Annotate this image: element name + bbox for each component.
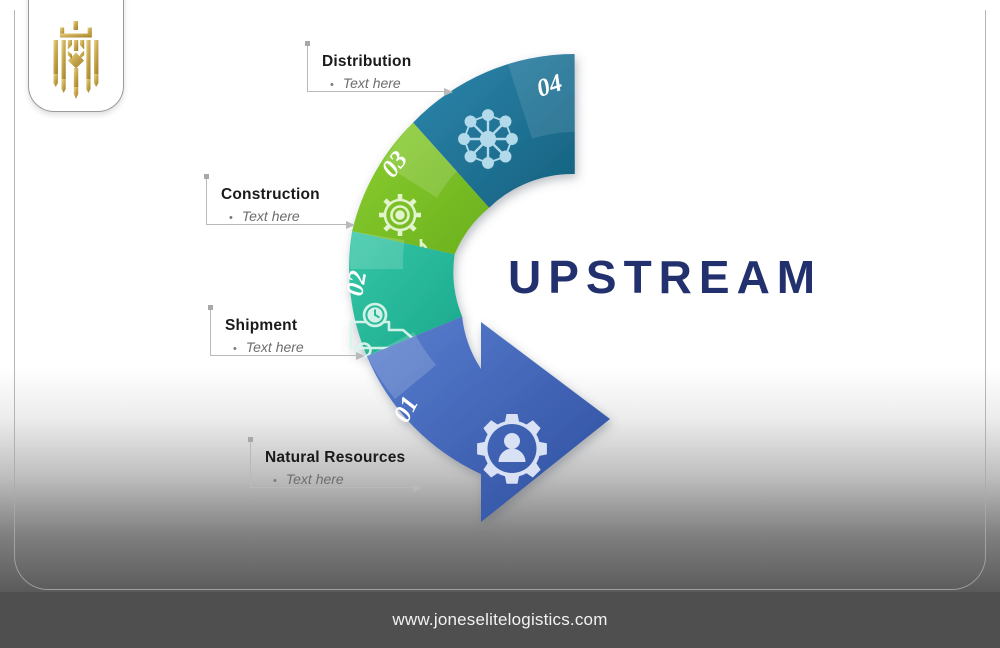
network-hub-icon bbox=[458, 109, 518, 169]
wheel-segment-04[interactable]: 04 bbox=[413, 54, 575, 208]
delivery-truck-clock-icon bbox=[349, 302, 419, 358]
callout-item-natural-resources: • Text here bbox=[265, 471, 413, 487]
callout-text-shipment: Text here bbox=[245, 339, 304, 355]
wheel-segment-01[interactable]: 01 bbox=[366, 316, 610, 523]
callout-dot-shipment bbox=[208, 305, 213, 310]
callout-dot-construction bbox=[204, 174, 209, 179]
callout-arrow-icon bbox=[356, 352, 365, 360]
user-gear-icon bbox=[477, 414, 547, 484]
wheel-segment-02[interactable]: 02 bbox=[341, 231, 463, 358]
page-title: UPSTREAM bbox=[508, 251, 823, 303]
process-wheel-diagram: 04 bbox=[341, 54, 610, 523]
callout-item-distribution: • Text here bbox=[322, 75, 444, 91]
bullet-icon: • bbox=[330, 79, 334, 91]
callout-dot-natural-resources bbox=[248, 437, 253, 442]
website-url[interactable]: www.joneselitelogistics.com bbox=[392, 610, 608, 629]
callout-title-construction: Construction bbox=[221, 186, 320, 203]
bullet-icon: • bbox=[229, 212, 233, 224]
bullet-icon: • bbox=[273, 475, 277, 487]
callout-arrow-icon bbox=[413, 484, 422, 492]
callout-natural-resources[interactable]: Natural Resources • Text here bbox=[248, 437, 422, 492]
callout-arrow-icon bbox=[444, 88, 453, 96]
callout-arrow-icon bbox=[346, 221, 355, 229]
callout-item-shipment: • Text here bbox=[225, 339, 356, 355]
callout-title-shipment: Shipment bbox=[225, 317, 298, 334]
logo-container[interactable] bbox=[28, 0, 124, 112]
bullet-icon: • bbox=[233, 343, 237, 355]
segment-number-02: 02 bbox=[341, 269, 372, 298]
callout-text-construction: Text here bbox=[241, 208, 300, 224]
callout-text-natural-resources: Text here bbox=[285, 471, 344, 487]
callout-item-construction: • Text here bbox=[221, 208, 346, 224]
callout-shipment[interactable]: Shipment • Text here bbox=[208, 305, 365, 360]
jones-elite-logistics-logo-icon bbox=[53, 21, 99, 99]
callout-title-distribution: Distribution bbox=[322, 53, 412, 70]
callout-dot-distribution bbox=[305, 41, 310, 46]
callout-text-distribution: Text here bbox=[342, 75, 401, 91]
footer-bar: www.joneselitelogistics.com bbox=[0, 592, 1000, 648]
callout-construction[interactable]: Construction • Text here bbox=[204, 174, 355, 229]
callout-distribution[interactable]: Distribution • Text here bbox=[305, 41, 453, 96]
callout-title-natural-resources: Natural Resources bbox=[265, 449, 406, 466]
